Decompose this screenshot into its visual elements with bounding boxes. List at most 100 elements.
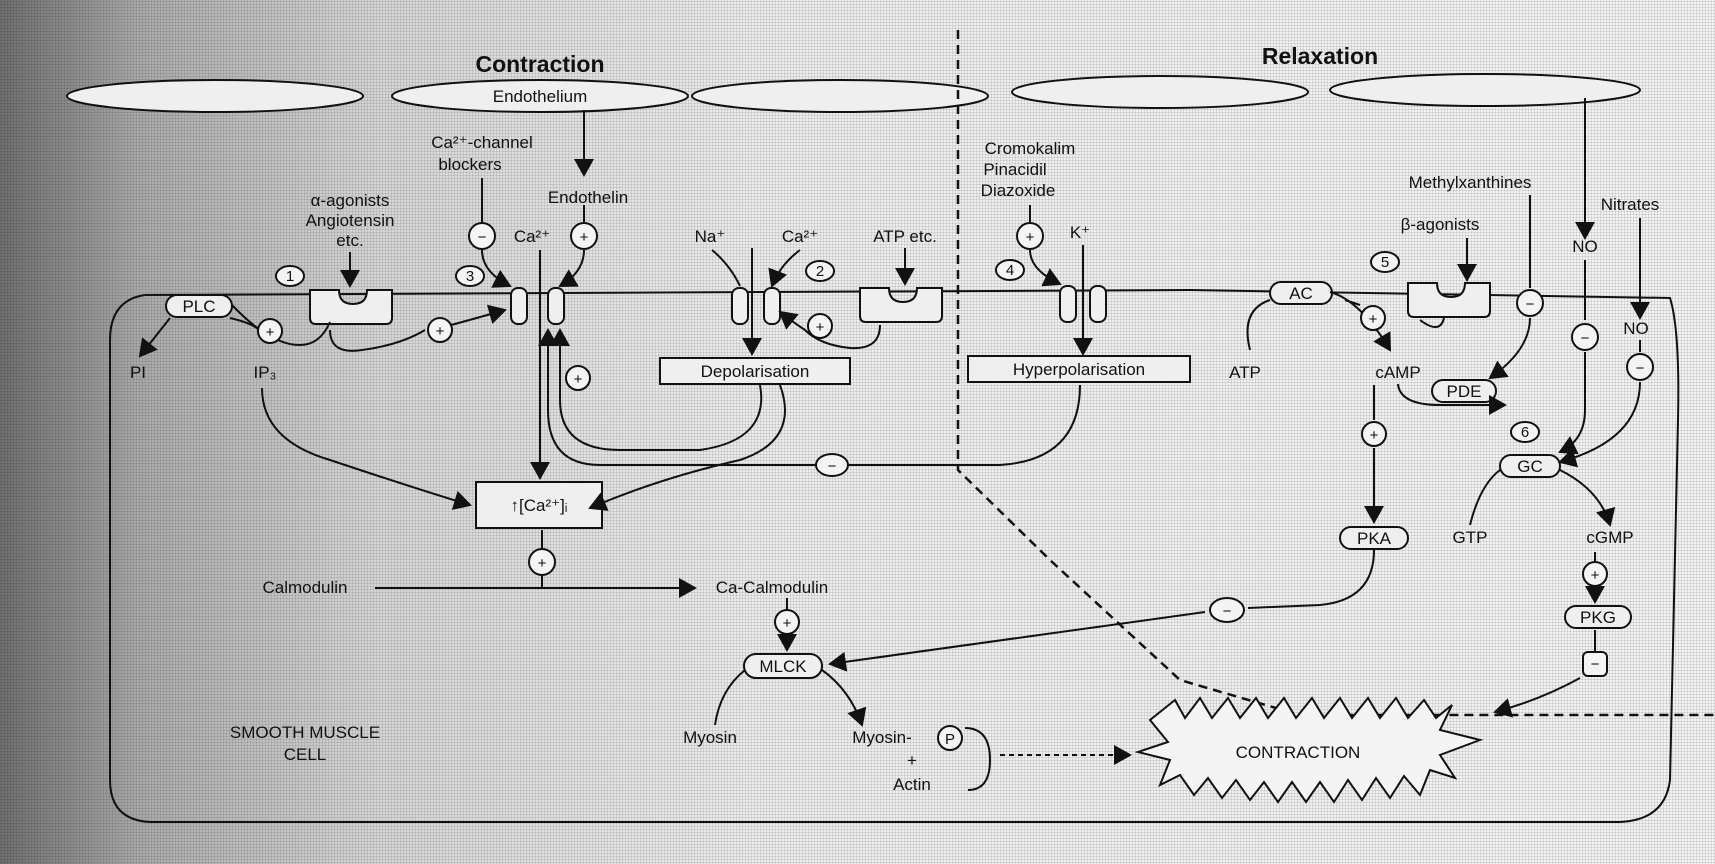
minus-sign: − (816, 454, 848, 476)
phosphate-node: P (938, 726, 962, 750)
svg-text:5: 5 (1381, 254, 1389, 271)
k-ion-label: K⁺ (1070, 223, 1090, 242)
pi-label: PI (130, 363, 146, 382)
contraction-header: Contraction (475, 51, 604, 77)
receptor-5 (1408, 283, 1490, 317)
svg-text:2: 2 (816, 263, 824, 280)
endothelium-cells (67, 74, 1640, 112)
minus-sign: − (469, 223, 495, 249)
myosin-p-label: Myosin- (852, 728, 912, 747)
svg-text:GC: GC (1517, 457, 1543, 476)
plus-label: + (907, 751, 917, 770)
svg-text:−: − (1636, 360, 1645, 377)
svg-text:−: − (1591, 656, 1600, 673)
atp-label: ATP (1229, 363, 1261, 382)
step-5: 5 (1371, 252, 1399, 272)
mlck-node: MLCK (744, 654, 822, 678)
methylxanthines-label: Methylxanthines (1409, 173, 1532, 192)
svg-text:PLC: PLC (182, 297, 215, 316)
plus-sign: + (529, 549, 555, 575)
svg-text:+: + (266, 324, 275, 341)
depolarisation-box: Depolarisation (660, 358, 850, 384)
calmodulin-label: Calmodulin (262, 578, 347, 597)
svg-text:−: − (1581, 330, 1590, 347)
gtp-label: GTP (1453, 528, 1488, 547)
plus-sign: + (1017, 223, 1043, 249)
svg-text:+: + (1026, 229, 1035, 246)
svg-text:+: + (1369, 311, 1378, 328)
ca-blockers-label-1: Ca²⁺-channel (431, 133, 533, 152)
endothelium-label: Endothelium (493, 87, 588, 106)
minus-sign: − (1572, 324, 1598, 350)
plus-sign: + (258, 319, 282, 343)
minus-sign: − (1210, 598, 1244, 622)
svg-text:PKG: PKG (1580, 608, 1616, 627)
alpha-agonists-label: α-agonists (311, 191, 390, 210)
ca-ion-label: Ca²⁺ (514, 227, 550, 246)
pinacidil-label: Pinacidil (983, 160, 1046, 179)
svg-text:P: P (945, 731, 955, 748)
nitrates-label: Nitrates (1601, 195, 1660, 214)
cromokalim-label: Cromokalim (985, 139, 1076, 158)
ca-blockers-label-2: blockers (438, 155, 501, 174)
actin-label: Actin (893, 775, 931, 794)
gc-node: GC (1500, 455, 1560, 477)
svg-text:↑[Ca²⁺]ᵢ: ↑[Ca²⁺]ᵢ (511, 496, 568, 515)
pde-node: PDE (1432, 380, 1496, 402)
svg-text:6: 6 (1521, 424, 1529, 441)
minus-sign: − (1627, 354, 1653, 380)
plus-sign: + (428, 318, 452, 342)
calcium-intracellular-box: ↑[Ca²⁺]ᵢ (476, 482, 602, 528)
cgmp-label: cGMP (1586, 528, 1633, 547)
myosin-label: Myosin (683, 728, 737, 747)
atp-etc-label: ATP etc. (873, 227, 937, 246)
svg-text:MLCK: MLCK (759, 657, 807, 676)
angiotensin-label: Angiotensin (306, 211, 395, 230)
step-6: 6 (1511, 422, 1539, 442)
plus-sign: + (1362, 422, 1386, 446)
svg-text:−: − (828, 458, 837, 475)
svg-text:3: 3 (466, 268, 474, 285)
step-4: 4 (996, 260, 1024, 280)
plus-sign: + (566, 366, 590, 390)
svg-text:+: + (1370, 427, 1379, 444)
plus-sign: + (1361, 306, 1385, 330)
svg-text:+: + (1591, 567, 1600, 584)
no-label-2: NO (1623, 319, 1649, 338)
svg-text:+: + (816, 319, 825, 336)
contraction-label: CONTRACTION (1236, 743, 1361, 762)
beta-agonists-label: β-agonists (1401, 215, 1480, 234)
no-label-1: NO (1572, 237, 1598, 256)
na-ion-label: Na⁺ (695, 227, 726, 246)
svg-text:−: − (478, 229, 487, 246)
svg-text:−: − (1223, 603, 1232, 620)
na-ca-channel (732, 288, 780, 324)
cell-label-2: CELL (284, 745, 327, 764)
svg-text:PKA: PKA (1357, 529, 1392, 548)
plus-sign: + (775, 610, 799, 634)
receptor-1 (310, 290, 392, 324)
plus-sign: + (571, 223, 597, 249)
plc-node: PLC (166, 295, 232, 317)
svg-text:+: + (580, 229, 589, 246)
minus-sign: − (1517, 290, 1543, 316)
step-3: 3 (456, 266, 484, 286)
cell-label-1: SMOOTH MUSCLE (230, 723, 380, 742)
diazoxide-label: Diazoxide (981, 181, 1056, 200)
receptor-2 (860, 288, 942, 322)
plus-sign: + (808, 314, 832, 338)
svg-text:−: − (1526, 296, 1535, 313)
endothelin-label: Endothelin (548, 188, 628, 207)
svg-text:AC: AC (1289, 284, 1313, 303)
svg-text:Hyperpolarisation: Hyperpolarisation (1013, 360, 1145, 379)
minus-sign: − (1583, 652, 1607, 676)
svg-text:+: + (783, 615, 792, 632)
svg-text:+: + (436, 323, 445, 340)
step-1: 1 (276, 266, 304, 286)
svg-text:+: + (538, 555, 547, 572)
ip3-label: IP₃ (254, 363, 277, 382)
etc-label: etc. (336, 231, 363, 250)
svg-text:Depolarisation: Depolarisation (701, 362, 810, 381)
